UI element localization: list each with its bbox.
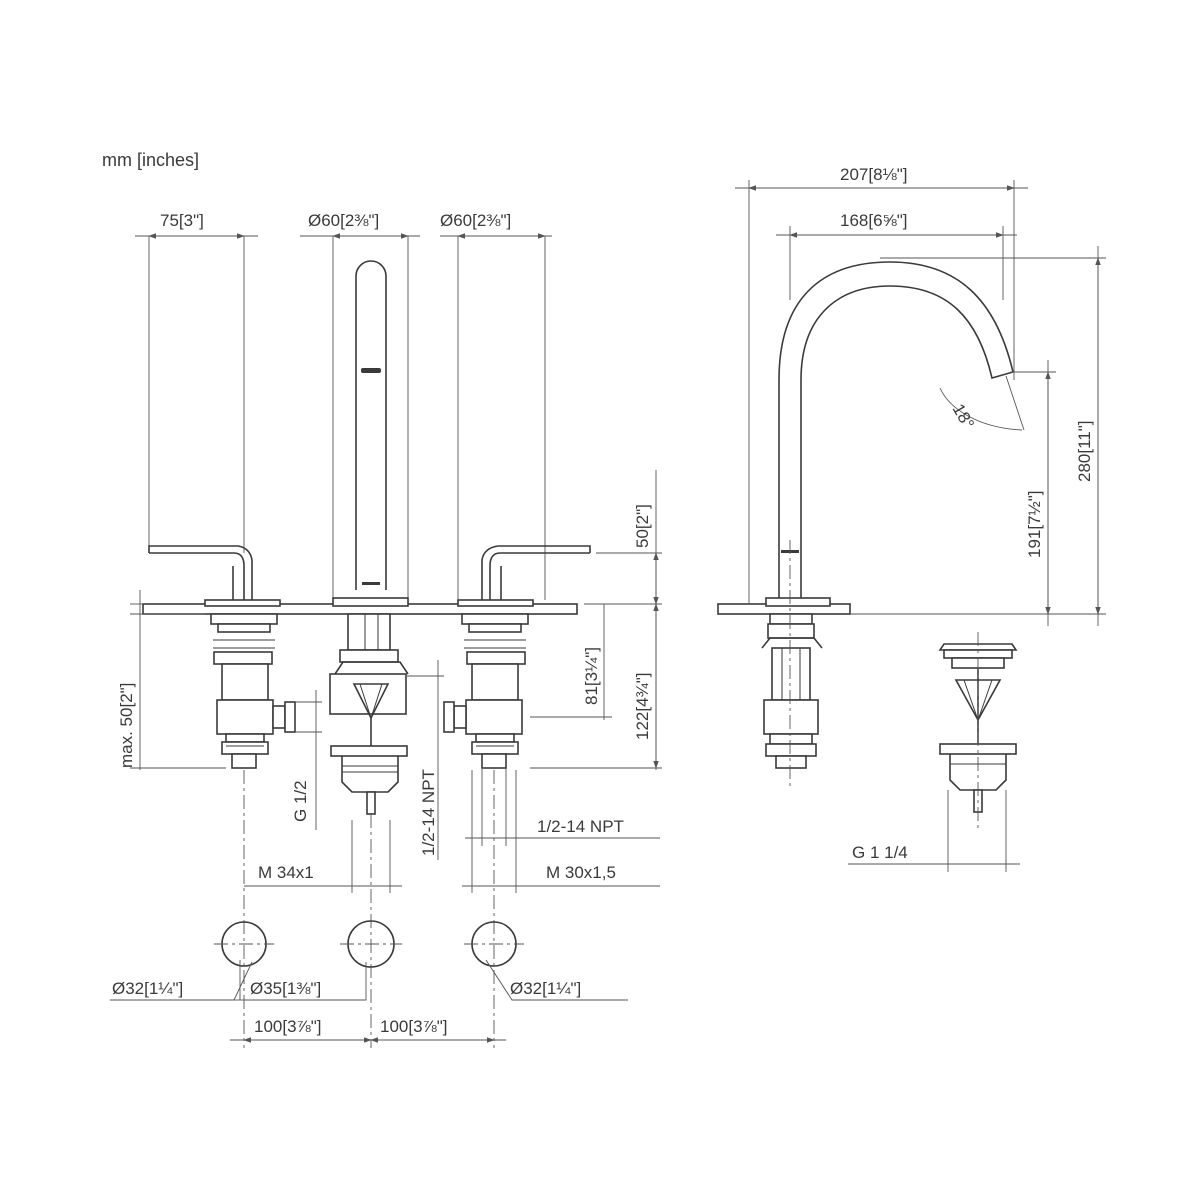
valve-mount-thread-label: M 30x1,5 <box>546 863 616 882</box>
front-view: 75[3"] Ø60[2⅜"] Ø60[2⅜"] 50[2"] 81[3¼"] … <box>117 211 662 1048</box>
handle-rosette-diameter-dim: Ø60[2⅜"] <box>440 211 511 230</box>
spout-reach-dim: 168[6⅝"] <box>840 211 907 230</box>
total-height-dim: 280[11"] <box>1075 421 1094 483</box>
total-drop-dim: 122[4¾"] <box>633 673 652 740</box>
thread-left-label: G 1/2 <box>291 780 310 822</box>
spacing-right-dim: 100[3⅞"] <box>380 1017 447 1036</box>
spout-mount-assembly <box>329 613 409 815</box>
side-view: 207[8⅛"] 168[6⅝"] 18° 191[7½"] 280[11"] … <box>717 165 1106 872</box>
handle-depth-dim: 75[3"] <box>160 211 204 230</box>
spacing-left-dim: 100[3⅞"] <box>254 1017 321 1036</box>
side-mount-assembly <box>761 613 823 769</box>
center-hole-dim: Ø35[1⅜"] <box>250 979 321 998</box>
left-hole-dim: Ø32[1¼"] <box>112 979 183 998</box>
deck-thickness-dim: max. 50[2"] <box>117 683 136 768</box>
handle-height-dim: 50[2"] <box>633 504 652 548</box>
units-label: mm [inches] <box>102 150 199 170</box>
right-handle <box>457 545 591 607</box>
waste-thread-label: G 1 1/4 <box>852 843 908 862</box>
spout-mount-thread-label: M 34x1 <box>258 863 314 882</box>
thread-spout-vertical-label: 1/2-14 NPT <box>419 769 438 856</box>
right-hole-dim: Ø32[1¼"] <box>510 979 581 998</box>
valve-drop-dim: 81[3¼"] <box>582 647 601 705</box>
spout-body <box>332 260 409 607</box>
hole-plan: Ø32[1¼"] Ø35[1⅜"] Ø32[1¼"] 100[3⅞"] 100[… <box>110 920 628 1043</box>
total-reach-dim: 207[8⅛"] <box>840 165 907 184</box>
thread-right-label: 1/2-14 NPT <box>537 817 624 836</box>
outlet-height-dim: 191[7½"] <box>1025 491 1044 558</box>
left-handle <box>148 545 281 607</box>
left-valve-body <box>210 613 296 769</box>
spout-diameter-dim: Ø60[2⅜"] <box>308 211 379 230</box>
side-spout-body <box>765 261 1014 607</box>
right-valve-body <box>443 613 529 769</box>
